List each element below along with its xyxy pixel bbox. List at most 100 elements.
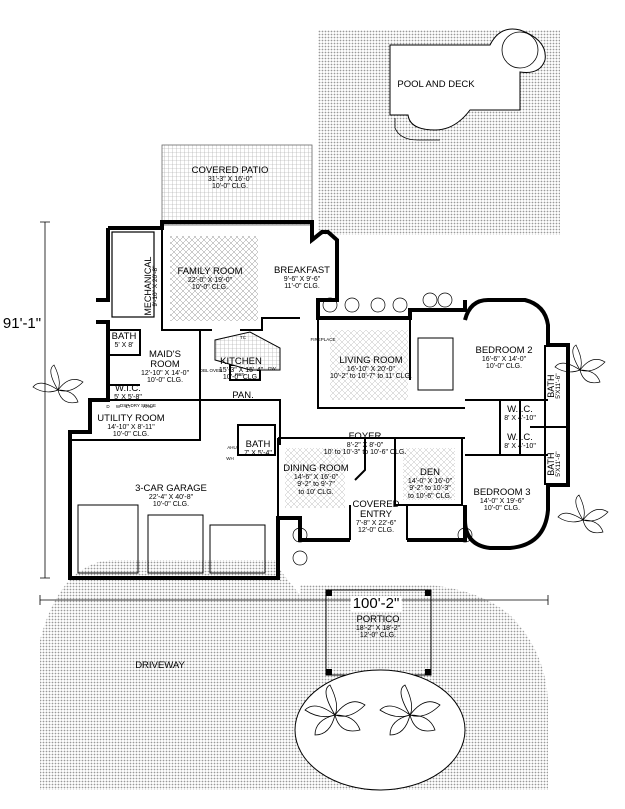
room-ceiling: 10'-0" CLG. <box>485 363 523 371</box>
room-size: 8' X 4'-10" <box>504 414 536 422</box>
room-label-utility-room: UTILITY ROOM 14'-10" X 8'-11" 10'-0" CLG… <box>97 414 164 439</box>
room-label-driveway: DRIVEWAY <box>135 661 185 671</box>
room-label-maids-room: MAID'S ROOM 12'-10" X 14'-0" 10'-0" CLG. <box>140 350 190 385</box>
room-name: BREAKFAST <box>274 265 330 276</box>
dimension-lines <box>39 221 549 605</box>
room-ceiling: 11'-0" CLG. <box>284 283 320 291</box>
garage-door <box>77 504 266 574</box>
tc-label: TC <box>240 335 246 340</box>
room-size: 5'X11'-6" <box>555 451 563 477</box>
room-ceiling: 10'-0" CLG. <box>112 431 150 439</box>
room-label-breakfast: BREAKFAST 9'-6" X 9'-6" 11'-0" CLG. <box>274 266 330 291</box>
room-name: BATH <box>111 331 137 342</box>
shrub-icon <box>292 292 473 566</box>
room-name: FAMILY ROOM <box>177 266 243 277</box>
laundry-tub-label: LT <box>125 404 131 409</box>
room-label-pantry: PAN. <box>232 391 253 401</box>
room-size: 14'-0" X 16'-0" <box>407 477 453 485</box>
room-size: 18'-2" X 18'-2" <box>355 624 401 632</box>
room-label-foyer: FOYER 8'-2" X 8'-0" 10' to 10'-3" to 10'… <box>324 432 407 457</box>
room-label-covered-patio: COVERED PATIO 31'-3" X 16'-0" 10'-0" CLG… <box>192 166 269 191</box>
room-ceiling: 10'-0" CLG. <box>146 377 184 385</box>
room-label-living-room: LIVING ROOM 16'-10" X 20'-0" 10'-2" to 1… <box>330 356 412 381</box>
room-name: FOYER <box>348 431 382 442</box>
room-size: 7' X 5'-4" <box>244 449 272 457</box>
room-label-bedroom-2: BEDROOM 2 16'-6" X 14'-0" 10'-0" CLG. <box>475 346 532 371</box>
room-name: W.I.C. <box>115 383 141 394</box>
family-room-floor <box>170 236 258 321</box>
room-size: 22'-0" X 19'-0" <box>187 276 233 284</box>
room-label-mechanical: MECHANICAL 9'-10" X 20'-8" <box>143 246 160 326</box>
ref-label: REF. <box>235 372 245 377</box>
room-size: 14'-6" X 16'-0" <box>293 473 339 481</box>
room-ceiling: 10'-0" CLG. <box>191 284 229 292</box>
room-size: 16'-10" X 20'-0" <box>346 365 396 373</box>
room-label-bath-hall: BATH 7' X 5'-4" <box>244 440 272 457</box>
dimension-depth: 91'-1" <box>2 315 42 332</box>
room-label-portico: PORTICO 18'-2" X 18'-2" 12'-0" CLG. <box>356 615 400 640</box>
room-size: 5' X 5'-8" <box>114 393 142 401</box>
room-label-wic-maid: W.I.C. 5' X 5'-8" <box>114 384 142 401</box>
room-label-dining-room: DINING ROOM 14'-6" X 16'-0" 9'-2" to 9'-… <box>283 464 348 496</box>
room-label-bath-bedroom-3: BATH 5'X11'-6" <box>546 429 563 499</box>
room-name: W.I.C. <box>507 404 533 415</box>
room-ceiling: 9'-2" to 9'-7" <box>297 481 335 489</box>
room-label-wic-1: W.I.C. 8' X 4'-10" <box>504 405 536 422</box>
room-label-covered-entry: COVERED ENTRY 7'-8" X 22'-6" 12'-0" CLG. <box>346 500 406 535</box>
driveway-area <box>40 560 548 790</box>
room-name: DRIVEWAY <box>135 660 185 671</box>
room-size: 7'-8" X 22'-6" <box>355 519 397 527</box>
room-name: COVERED PATIO <box>191 165 269 176</box>
room-ceiling: 10'-0" CLG. <box>222 374 260 382</box>
room-name: BATH <box>245 439 271 450</box>
fireplace-label: FIREPLACE <box>310 337 336 342</box>
room-name: KITCHEN <box>220 356 262 367</box>
living-room-floor <box>330 330 408 400</box>
interior-walls <box>70 228 568 540</box>
room-name: DINING ROOM <box>283 463 349 474</box>
dryer-label: D <box>106 404 110 409</box>
dry-space-label: DSP DRY SPACE <box>120 403 156 408</box>
dw-label: DW <box>268 366 276 371</box>
room-ceiling: 12'-0" CLG. <box>357 527 395 535</box>
room-ceiling: 12'-0" CLG. <box>359 632 397 640</box>
room-name: COVERED ENTRY <box>352 499 400 520</box>
room-label-bedroom-3: BEDROOM 3 14'-0" X 19'-6" 10'-0" CLG. <box>473 488 530 513</box>
room-size: 31'-3" X 16'-0" <box>207 175 253 183</box>
room-name: DEN <box>419 467 441 478</box>
room-name: PORTICO <box>356 614 400 625</box>
room-size: 8' X 4'-10" <box>504 442 536 450</box>
room-name: PAN. <box>232 390 254 401</box>
room-size: 5' X 8' <box>114 341 134 349</box>
room-size: 22'-4" X 40'-8" <box>148 493 194 501</box>
dining-room-floor <box>285 448 345 508</box>
room-size: 9'-10" X 20'-8" <box>152 265 160 307</box>
den-floor <box>403 448 455 500</box>
room-size: 14'-10" X 8'-11" <box>107 423 155 431</box>
room-ceiling: 9'-2" to 10'-3" <box>409 485 451 493</box>
room-ceiling: 10'-0" CLG. <box>152 501 190 509</box>
room-ceiling: 10'-2" to 10'-7" to 11' CLG. <box>329 373 413 381</box>
room-label-pool: POOL AND DECK <box>397 80 474 90</box>
room-size: 5'X11'-6" <box>555 373 563 399</box>
room-label-bath-bedroom-2: BATH 5'X11'-6" <box>546 351 563 421</box>
room-label-wic-2: W.I.C. 8' X 4'-10" <box>504 433 536 450</box>
room-size: 15'-3" X 15'-4" <box>218 366 264 374</box>
room-size: 9'-6" X 9'-6" <box>283 275 321 283</box>
room-name: BEDROOM 2 <box>475 345 533 356</box>
room-size: 16'-6" X 14'-0" <box>481 355 527 363</box>
room-size: 14'-0" X 19'-6" <box>479 497 525 505</box>
room-name: LIVING ROOM <box>339 355 403 366</box>
ahu-label: AHU <box>227 445 237 450</box>
plant-icon <box>304 684 441 736</box>
dimension-width: 100'-2" <box>350 595 402 612</box>
ahu-label: AHU <box>143 404 153 409</box>
room-ceiling: 10'-0" CLG. <box>211 183 249 191</box>
room-name: BEDROOM 3 <box>473 487 531 498</box>
room-label-bath-maid: BATH 5' X 8' <box>112 332 137 349</box>
room-label-den: DEN 14'-0" X 16'-0" 9'-2" to 10'-3" to 1… <box>408 468 452 500</box>
room-label-garage: 3-CAR GARAGE 22'-4" X 40'-8" 10'-0" CLG. <box>135 484 207 509</box>
room-name: POOL AND DECK <box>397 79 475 90</box>
room-ceiling: to 10' CLG. <box>298 488 334 496</box>
room-name: 3-CAR GARAGE <box>135 483 207 494</box>
